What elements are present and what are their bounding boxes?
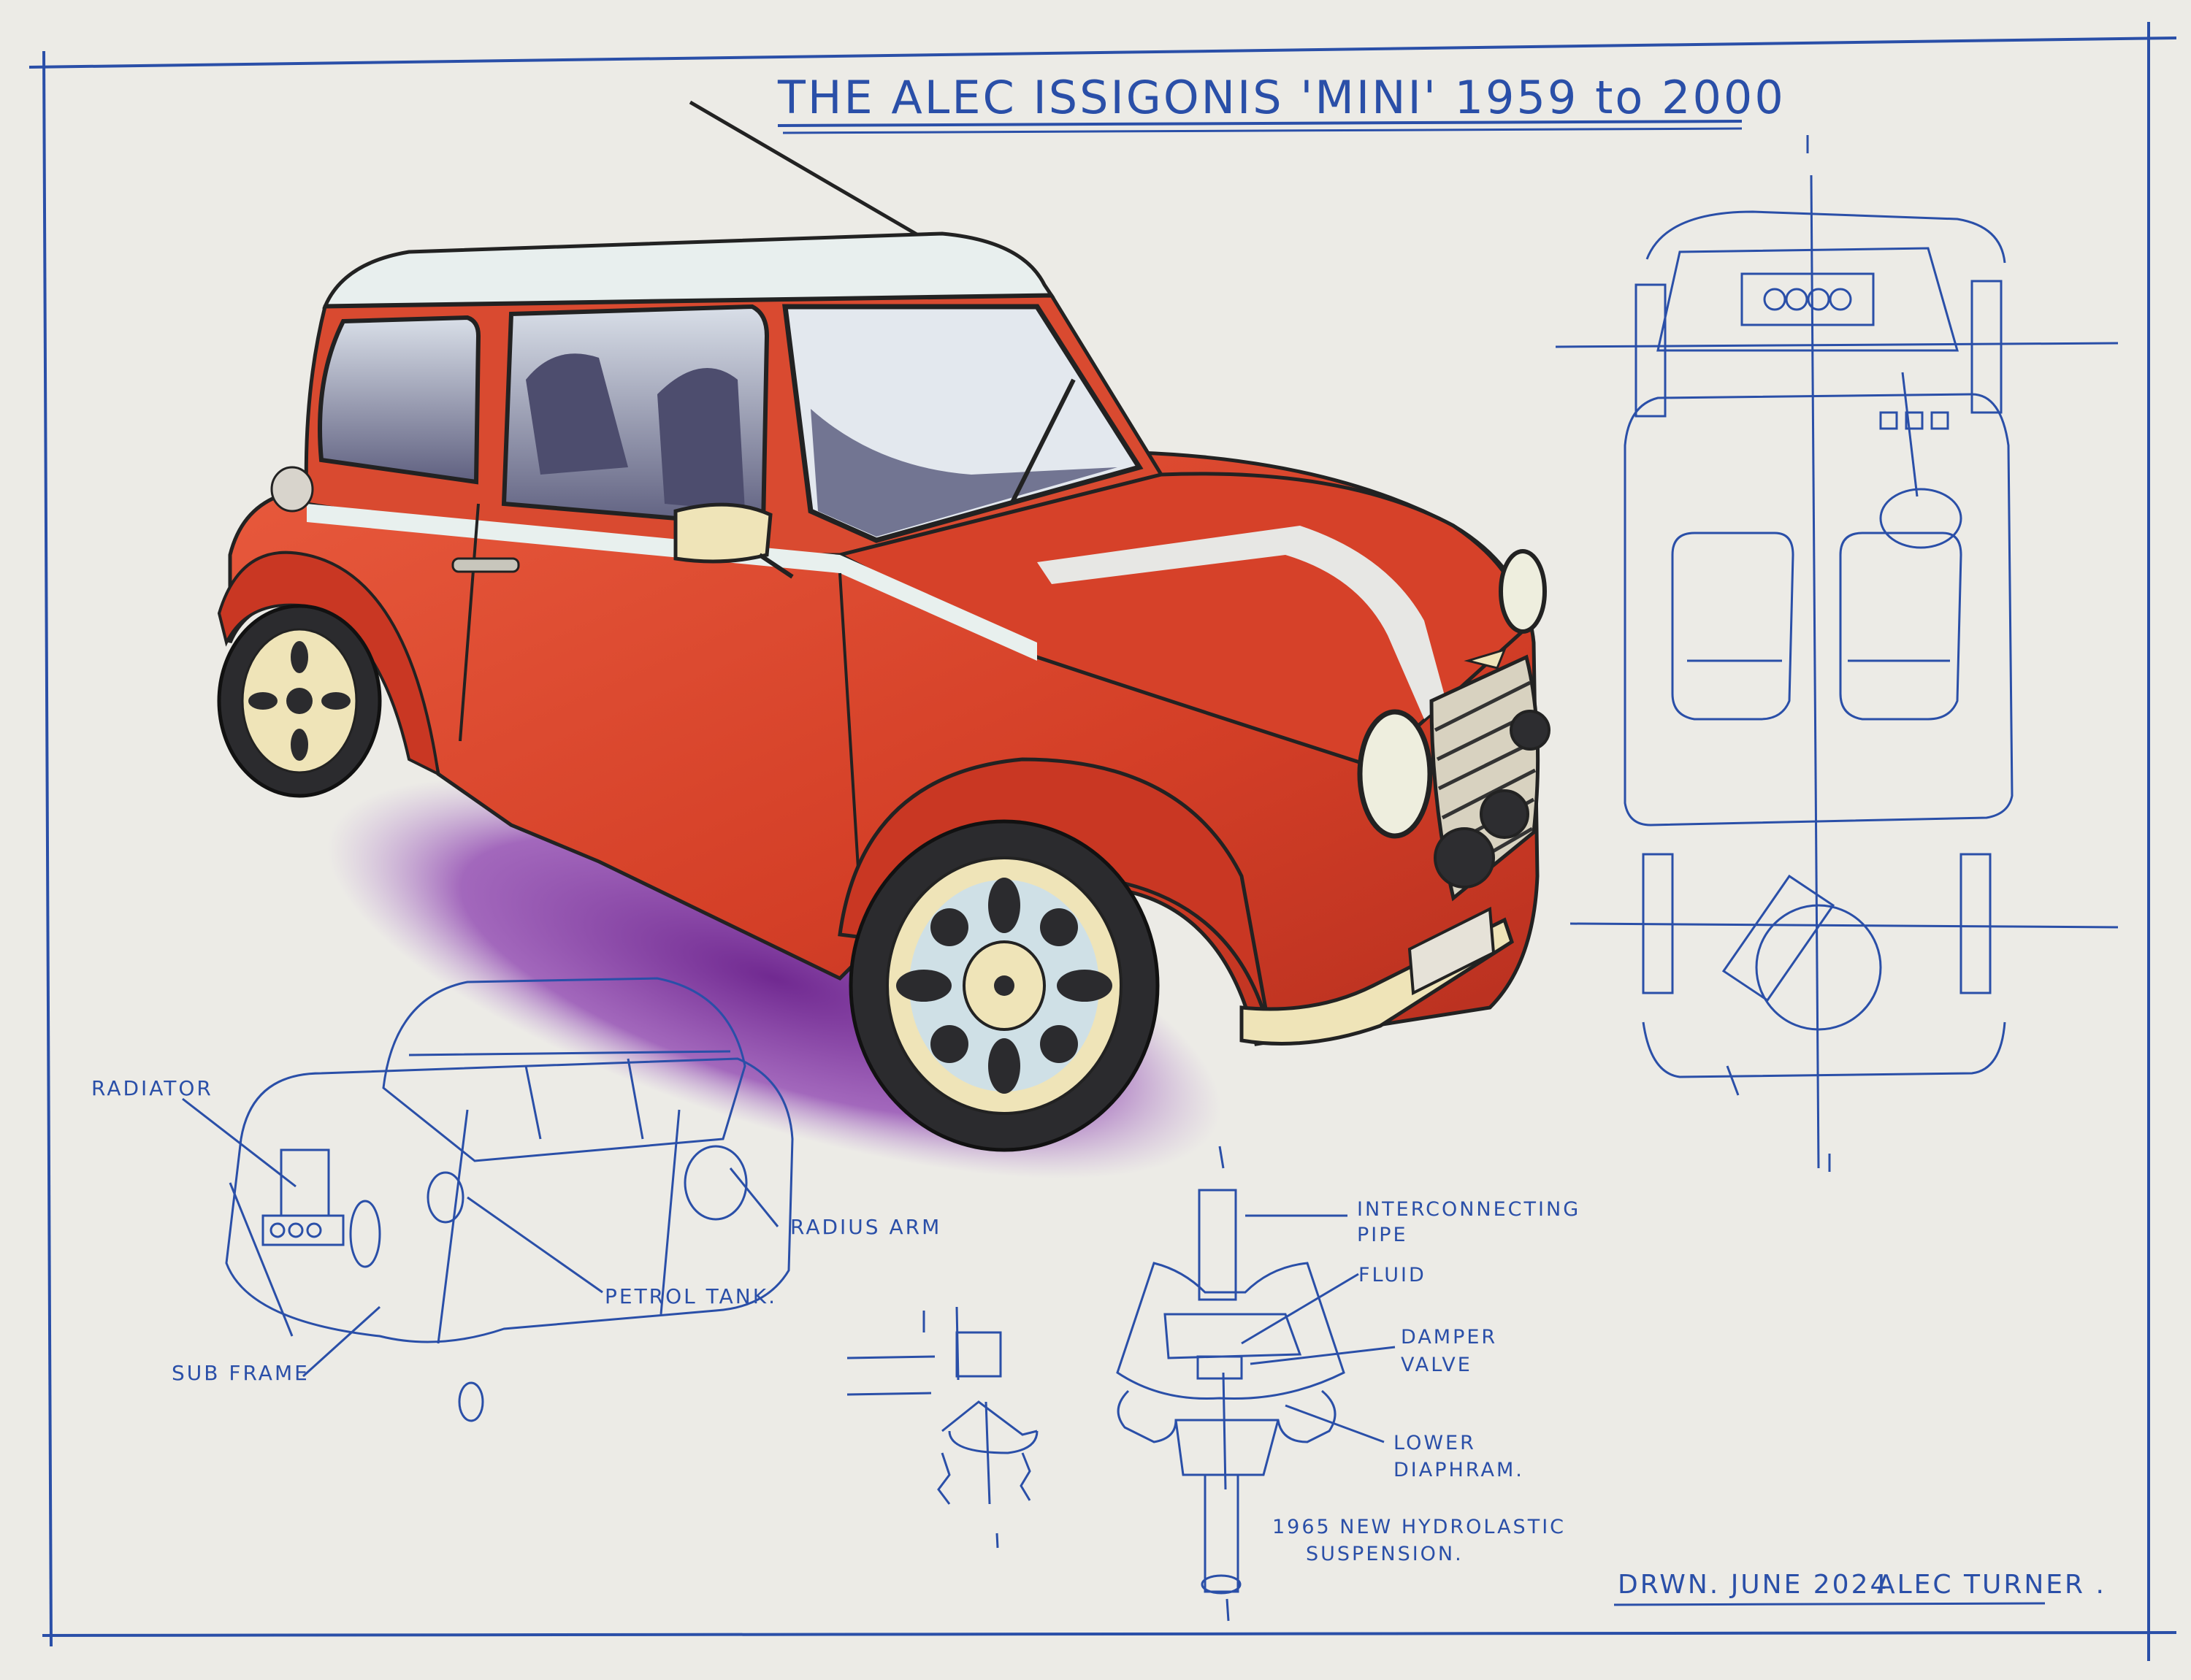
body-side-stripe — [307, 504, 1037, 661]
number-plate — [1407, 906, 1496, 996]
label-sub-frame: SUB FRAME — [172, 1361, 310, 1385]
sheet-border — [28, 22, 2177, 1661]
hydrolastic-leaders — [1241, 1214, 1396, 1443]
label-hydrolastic-1: 1965 NEW HYDROLASTIC — [1272, 1516, 1566, 1538]
title-underline-2 — [782, 127, 1743, 134]
windscreen-interior — [811, 409, 1117, 537]
title-underline — [777, 120, 1743, 127]
headlamp-left — [1357, 709, 1433, 839]
wing-mirror — [673, 502, 773, 564]
label-radius-arm: RADIUS ARM — [790, 1215, 941, 1239]
label-radiator: RADIATOR — [91, 1076, 213, 1100]
label-interconnecting-pipe-2: PIPE — [1357, 1224, 1408, 1246]
hydrolastic-suspension-diagram — [846, 1146, 1345, 1622]
label-lower-diaphram-2: DIAPHRAM. — [1393, 1459, 1524, 1481]
rear-side-window — [318, 315, 481, 485]
artist-name: ALEC TURNER . — [1877, 1570, 2106, 1600]
windscreen-wiper — [1009, 378, 1076, 505]
label-petrol-tank: PETROL TANK. — [605, 1284, 777, 1308]
bonnet-badge — [1464, 648, 1507, 670]
cutaway-line-drawing — [225, 977, 794, 1422]
door-handle — [451, 557, 520, 573]
spot-lamp-3 — [1510, 710, 1550, 751]
headlamp-right — [1499, 549, 1547, 634]
rear-wheel — [217, 604, 382, 798]
cutaway-leaders — [182, 1097, 779, 1378]
label-fluid: FLUID — [1358, 1264, 1426, 1286]
spot-lamp-1 — [1434, 827, 1495, 889]
red-mini-car-illustration — [217, 231, 1550, 1179]
label-damper-valve-2: VALVE — [1401, 1354, 1472, 1376]
front-seat — [657, 368, 745, 511]
car-roof — [322, 231, 1055, 309]
rear-seat — [526, 353, 628, 475]
underside-plan-view — [1555, 135, 2119, 1172]
label-damper-valve-1: DAMPER — [1401, 1326, 1497, 1349]
car-antenna — [689, 100, 955, 258]
front-wheel — [849, 819, 1160, 1152]
label-hydrolastic-2: SUSPENSION. — [1306, 1543, 1464, 1565]
spot-lamp-2 — [1480, 789, 1529, 839]
bonnet-stripe — [1037, 526, 1446, 719]
label-interconnecting-pipe-1: INTERCONNECTING — [1357, 1198, 1580, 1221]
signature-underline — [1613, 1602, 2046, 1606]
page-title: THE ALEC ISSIGONIS 'MINI' 1959 to 2000 — [777, 71, 1786, 124]
label-lower-diaphram-1: LOWER — [1393, 1432, 1476, 1454]
fuel-cap — [270, 466, 314, 513]
drawn-date: DRWN. JUNE 2024 — [1618, 1570, 1889, 1600]
mirror-stem — [758, 553, 794, 579]
